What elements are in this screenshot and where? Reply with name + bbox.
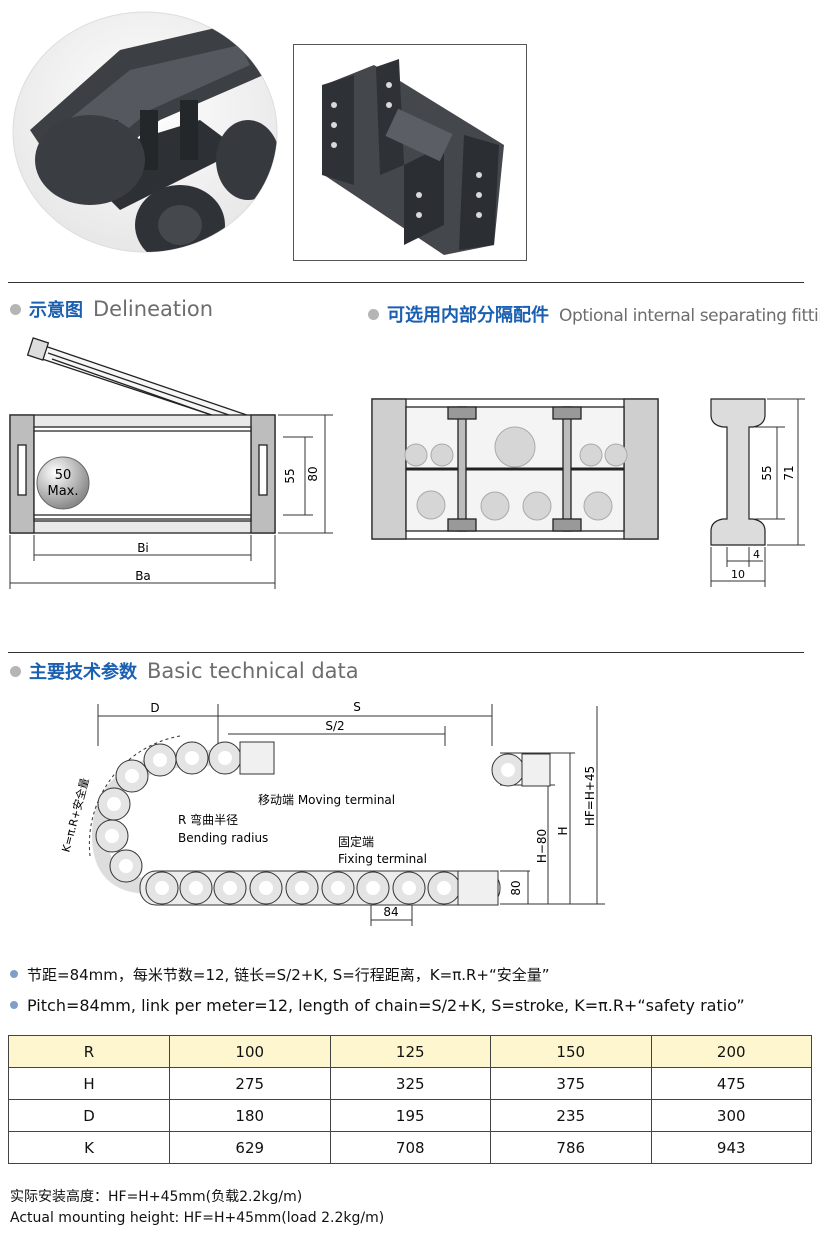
- dim-s: S: [353, 700, 361, 714]
- dim-ba: Ba: [135, 569, 151, 583]
- note-en: Pitch=84mm, link per meter=12, length of…: [10, 996, 745, 1015]
- table-cell: 180: [169, 1099, 331, 1132]
- table-row: H 275 325 375 475: [8, 1067, 812, 1100]
- bending-radius-cn: R 弯曲半径: [178, 812, 238, 827]
- dim-pitch: 84: [383, 905, 398, 919]
- divider-top: [8, 282, 804, 283]
- delineation-diagram: 50 Max. 55 80 Bi Ba: [9, 337, 333, 589]
- table-cell: H: [8, 1067, 170, 1100]
- dim-hf: HF=H+45: [583, 766, 597, 826]
- bullet-icon: [10, 969, 18, 978]
- dim-outer-height: 80: [306, 466, 320, 481]
- footer-en: Actual mounting height: HF=H+45mm(load 2…: [10, 1210, 385, 1226]
- separator-profile-diagram: 55 71 4 10: [710, 398, 805, 587]
- bullet-icon: [10, 1000, 18, 1009]
- table-cell: R: [8, 1035, 170, 1068]
- footer-cn: 实际安装高度：HF=H+45mm(负载2.2kg/m): [10, 1189, 303, 1205]
- section-title-cn: 主要技术参数: [29, 662, 137, 683]
- moving-terminal-label: 移动端 Moving terminal: [258, 793, 395, 807]
- note-cn: 节距=84mm，每米节数=12, 链长=S/2+K, S=行程距离，K=π.R+…: [10, 964, 550, 985]
- section-delineation: 示意图 Delineation: [10, 296, 213, 322]
- bullet-icon: [10, 304, 21, 315]
- table-cell: 375: [490, 1067, 652, 1100]
- table-cell: 786: [490, 1131, 652, 1164]
- table-row: D 180 195 235 300: [8, 1099, 812, 1132]
- dim-s-half: S/2: [325, 719, 344, 733]
- chain-installation-diagram: D S S/2 K=π.R+安全量 移动端 Moving terminal R …: [60, 700, 605, 926]
- note-cn-text: 节距=84mm，每米节数=12, 链长=S/2+K, S=行程距离，K=π.R+…: [27, 966, 550, 984]
- table-cell: K: [8, 1131, 170, 1164]
- section-separators: 可选用内部分隔配件 Optional internal separating f…: [368, 301, 820, 327]
- table-cell: 325: [329, 1067, 491, 1100]
- table-row: R 100 125 150 200: [8, 1035, 812, 1068]
- dim-80: 80: [509, 880, 523, 895]
- dim-d: D: [150, 701, 159, 715]
- table-cell: 100: [169, 1035, 331, 1068]
- section-technical: 主要技术参数 Basic technical data: [10, 658, 359, 684]
- dim-separator-outer: 71: [782, 465, 796, 480]
- dim-separator-width: 10: [731, 568, 745, 581]
- chain-photo-closeup: [10, 10, 280, 255]
- table-cell: 235: [490, 1099, 652, 1132]
- section-title-en: Optional internal separating fittings: [559, 306, 820, 326]
- dim-bi: Bi: [137, 541, 149, 555]
- dim-inner-height: 55: [283, 468, 297, 483]
- divider-middle: [8, 652, 804, 653]
- bullet-icon: [10, 666, 21, 677]
- dim-h: H: [556, 826, 570, 835]
- table-cell: 708: [329, 1131, 491, 1164]
- separator-layout-diagram: [371, 398, 659, 540]
- table-cell: D: [8, 1099, 170, 1132]
- table-cell: 150: [490, 1035, 652, 1068]
- dim-separator-inner: 55: [760, 465, 774, 480]
- fixing-terminal-en: Fixing terminal: [338, 852, 427, 866]
- table-cell: 275: [169, 1067, 331, 1100]
- table-cell: 943: [650, 1131, 812, 1164]
- section-title-en: Delineation: [93, 297, 214, 321]
- bullet-icon: [368, 309, 379, 320]
- table-cell: 475: [650, 1067, 812, 1100]
- table-cell: 629: [169, 1131, 331, 1164]
- fixing-terminal-cn: 固定端: [338, 834, 374, 849]
- section-title-cn: 可选用内部分隔配件: [387, 305, 549, 326]
- max-label-1: 50: [55, 468, 72, 483]
- note-en-text: Pitch=84mm, link per meter=12, length of…: [27, 996, 745, 1015]
- table-cell: 300: [650, 1099, 812, 1132]
- table-cell: 125: [329, 1035, 491, 1068]
- table-cell: 195: [329, 1099, 491, 1132]
- chain-link-photo: [293, 44, 527, 261]
- dim-h-minus-80: H−80: [535, 829, 549, 863]
- k-formula: K=π.R+安全量: [60, 776, 92, 853]
- bending-radius-en: Bending radius: [178, 831, 268, 845]
- table-row: K 629 708 786 943: [8, 1131, 812, 1164]
- section-title-cn: 示意图: [29, 300, 83, 321]
- spec-table: R 100 125 150 200 H 275 325 375 475 D 18…: [8, 1035, 812, 1164]
- dim-separator-web: 4: [753, 548, 760, 561]
- max-label-2: Max.: [47, 484, 78, 499]
- table-cell: 200: [650, 1035, 812, 1068]
- section-title-en: Basic technical data: [147, 659, 359, 683]
